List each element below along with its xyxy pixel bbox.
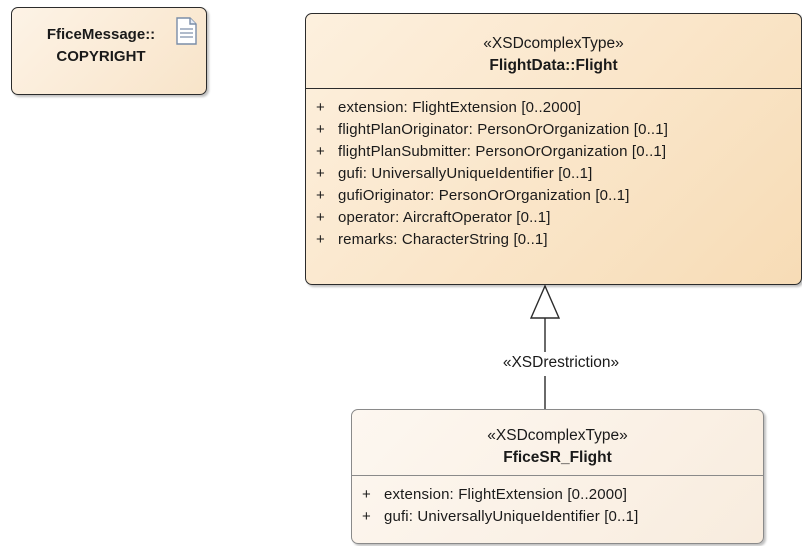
attribute-list: + extension: FlightExtension [0..2000] +… bbox=[352, 476, 763, 528]
class-fficesr-flight[interactable]: «XSDcomplexType» FficeSR_Flight + extens… bbox=[351, 409, 764, 544]
attribute-text: gufi: UniversallyUniqueIdentifier [0..1] bbox=[384, 508, 639, 525]
attribute-text: flightPlanSubmitter: PersonOrOrganizatio… bbox=[338, 143, 667, 160]
attribute-text: operator: AircraftOperator [0..1] bbox=[338, 209, 551, 226]
class-header: «XSDcomplexType» FlightData::Flight bbox=[306, 14, 801, 89]
generalization-arrowhead bbox=[529, 284, 561, 319]
attribute-visibility: + bbox=[362, 486, 371, 503]
attribute-visibility: + bbox=[316, 99, 325, 116]
attribute-row[interactable]: + gufiOriginator: PersonOrOrganization [… bbox=[306, 185, 801, 207]
connector-label: «XSDrestriction» bbox=[502, 354, 620, 371]
attribute-text: extension: FlightExtension [0..2000] bbox=[384, 486, 628, 503]
attribute-visibility: + bbox=[362, 508, 371, 525]
attribute-row[interactable]: + extension: FlightExtension [0..2000] bbox=[352, 484, 763, 506]
document-note-icon bbox=[176, 17, 197, 45]
note-title-line2: COPYRIGHT bbox=[56, 48, 146, 65]
attribute-text: extension: FlightExtension [0..2000] bbox=[338, 99, 582, 116]
attribute-row[interactable]: + operator: AircraftOperator [0..1] bbox=[306, 207, 801, 229]
copyright-note[interactable]: FficeMessage:: COPYRIGHT bbox=[11, 7, 207, 95]
attribute-row[interactable]: + gufi: UniversallyUniqueIdentifier [0..… bbox=[306, 163, 801, 185]
class-stereotype: «XSDcomplexType» bbox=[487, 427, 628, 444]
class-flightdata-flight[interactable]: «XSDcomplexType» FlightData::Flight + ex… bbox=[305, 13, 802, 285]
attribute-text: gufi: UniversallyUniqueIdentifier [0..1] bbox=[338, 165, 593, 182]
attribute-row[interactable]: + remarks: CharacterString [0..1] bbox=[306, 229, 801, 251]
note-title: FficeMessage:: COPYRIGHT bbox=[26, 24, 176, 68]
attribute-visibility: + bbox=[316, 165, 325, 182]
attribute-visibility: + bbox=[316, 209, 325, 226]
attribute-text: gufiOriginator: PersonOrOrganization [0.… bbox=[338, 187, 630, 204]
attribute-text: remarks: CharacterString [0..1] bbox=[338, 231, 548, 248]
attribute-list: + extension: FlightExtension [0..2000] +… bbox=[306, 89, 801, 251]
attribute-visibility: + bbox=[316, 143, 325, 160]
attribute-visibility: + bbox=[316, 121, 325, 138]
attribute-visibility: + bbox=[316, 231, 325, 248]
class-name: FficeSR_Flight bbox=[503, 449, 612, 466]
attribute-visibility: + bbox=[316, 187, 325, 204]
attribute-text: flightPlanOriginator: PersonOrOrganizati… bbox=[338, 121, 669, 138]
class-stereotype: «XSDcomplexType» bbox=[483, 35, 624, 52]
note-title-line1: FficeMessage:: bbox=[46, 26, 156, 43]
attribute-row[interactable]: + flightPlanSubmitter: PersonOrOrganizat… bbox=[306, 141, 801, 163]
class-name: FlightData::Flight bbox=[489, 57, 618, 74]
attribute-row[interactable]: + flightPlanOriginator: PersonOrOrganiza… bbox=[306, 119, 801, 141]
attribute-row[interactable]: + gufi: UniversallyUniqueIdentifier [0..… bbox=[352, 506, 763, 528]
class-header: «XSDcomplexType» FficeSR_Flight bbox=[352, 410, 763, 476]
attribute-row[interactable]: + extension: FlightExtension [0..2000] bbox=[306, 97, 801, 119]
